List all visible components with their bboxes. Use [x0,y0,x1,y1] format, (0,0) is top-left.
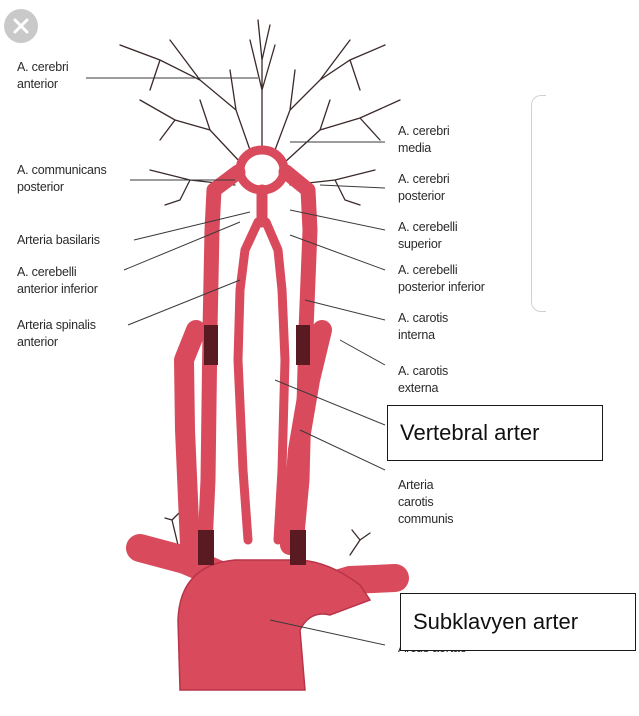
bracket-divider [531,95,546,312]
label-carotis-interna: A. carotis interna [398,310,448,344]
close-icon [4,9,38,43]
aortic-arch [178,560,370,690]
label-arteria-basilaris: Arteria basilaris [17,232,100,249]
label-carotis-communis: Arteria carotis communis [398,477,453,528]
label-carotis-externa: A. carotis externa [398,363,448,397]
label-cerebelli-posterior-inferior: A. cerebelli posterior inferior [398,262,485,296]
label-cerebri-anterior: A. cerebri anterior [17,59,69,93]
callout-vertebral-artery: Vertebral arter [387,405,603,461]
label-spinalis-anterior: Arteria spinalis anterior [17,317,96,351]
close-button[interactable] [4,9,38,43]
label-cerebri-media: A. cerebri media [398,123,450,157]
label-communicans-posterior: A. communicans posterior [17,162,107,196]
vessel-branches [120,20,400,555]
label-cerebri-posterior: A. cerebri posterior [398,171,450,205]
callout-subclavian-artery: Subklavyen arter [400,593,636,651]
label-cerebelli-anterior-inferior: A. cerebelli anterior inferior [17,264,98,298]
label-cerebelli-superior: A. cerebelli superior [398,219,457,253]
main-arteries [140,150,395,595]
